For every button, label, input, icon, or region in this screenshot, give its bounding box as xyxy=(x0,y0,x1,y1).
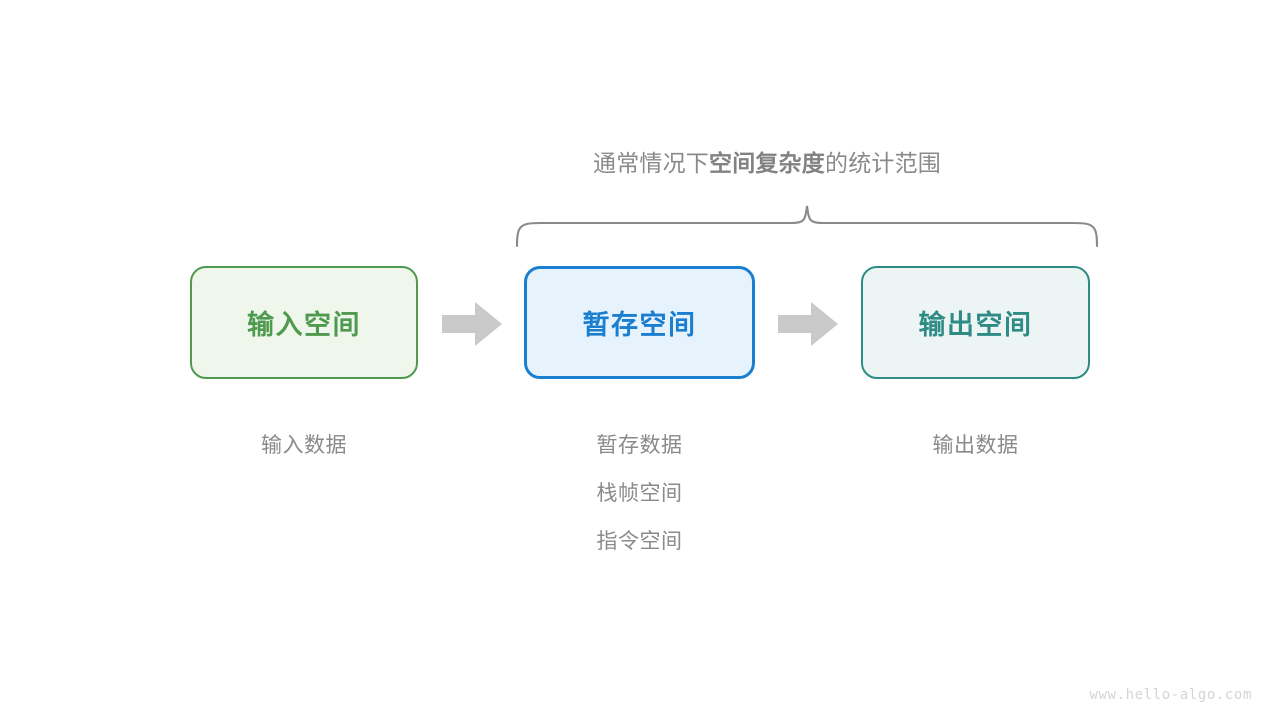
stage-box-output-label: 输出空间 xyxy=(918,310,1033,340)
arrow-right-icon xyxy=(442,302,502,346)
caption-prefix: 通常情况下 xyxy=(593,150,709,176)
stage-box-input-label: 输入空间 xyxy=(247,310,361,340)
caption-emphasis: 空间复杂度 xyxy=(709,150,825,176)
sublabel-item: 栈帧空间 xyxy=(596,482,683,505)
stage-box-input[interactable]: 输入空间 xyxy=(190,266,418,379)
stage-box-temp[interactable]: 暂存空间 xyxy=(524,266,755,379)
stage-box-output[interactable]: 输出空间 xyxy=(861,266,1090,379)
sublabel-item: 输出数据 xyxy=(932,434,1019,457)
arrow-right-icon xyxy=(778,302,838,346)
stage-sublabels-temp: 暂存数据 栈帧空间 指令空间 xyxy=(524,422,755,566)
stage-box-temp-label: 暂存空间 xyxy=(582,310,697,340)
sublabel-item: 暂存数据 xyxy=(596,434,683,457)
brace-caption: 通常情况下空间复杂度的统计范围 xyxy=(0,146,1280,180)
scope-brace xyxy=(515,205,1099,248)
caption-suffix: 的统计范围 xyxy=(825,150,941,176)
sublabel-item: 输入数据 xyxy=(261,434,347,457)
stage-sublabels-output: 输出数据 xyxy=(861,422,1090,470)
watermark: www.hello-algo.com xyxy=(1089,687,1252,703)
sublabel-item: 指令空间 xyxy=(596,530,683,553)
stage-sublabels-input: 输入数据 xyxy=(190,422,418,470)
